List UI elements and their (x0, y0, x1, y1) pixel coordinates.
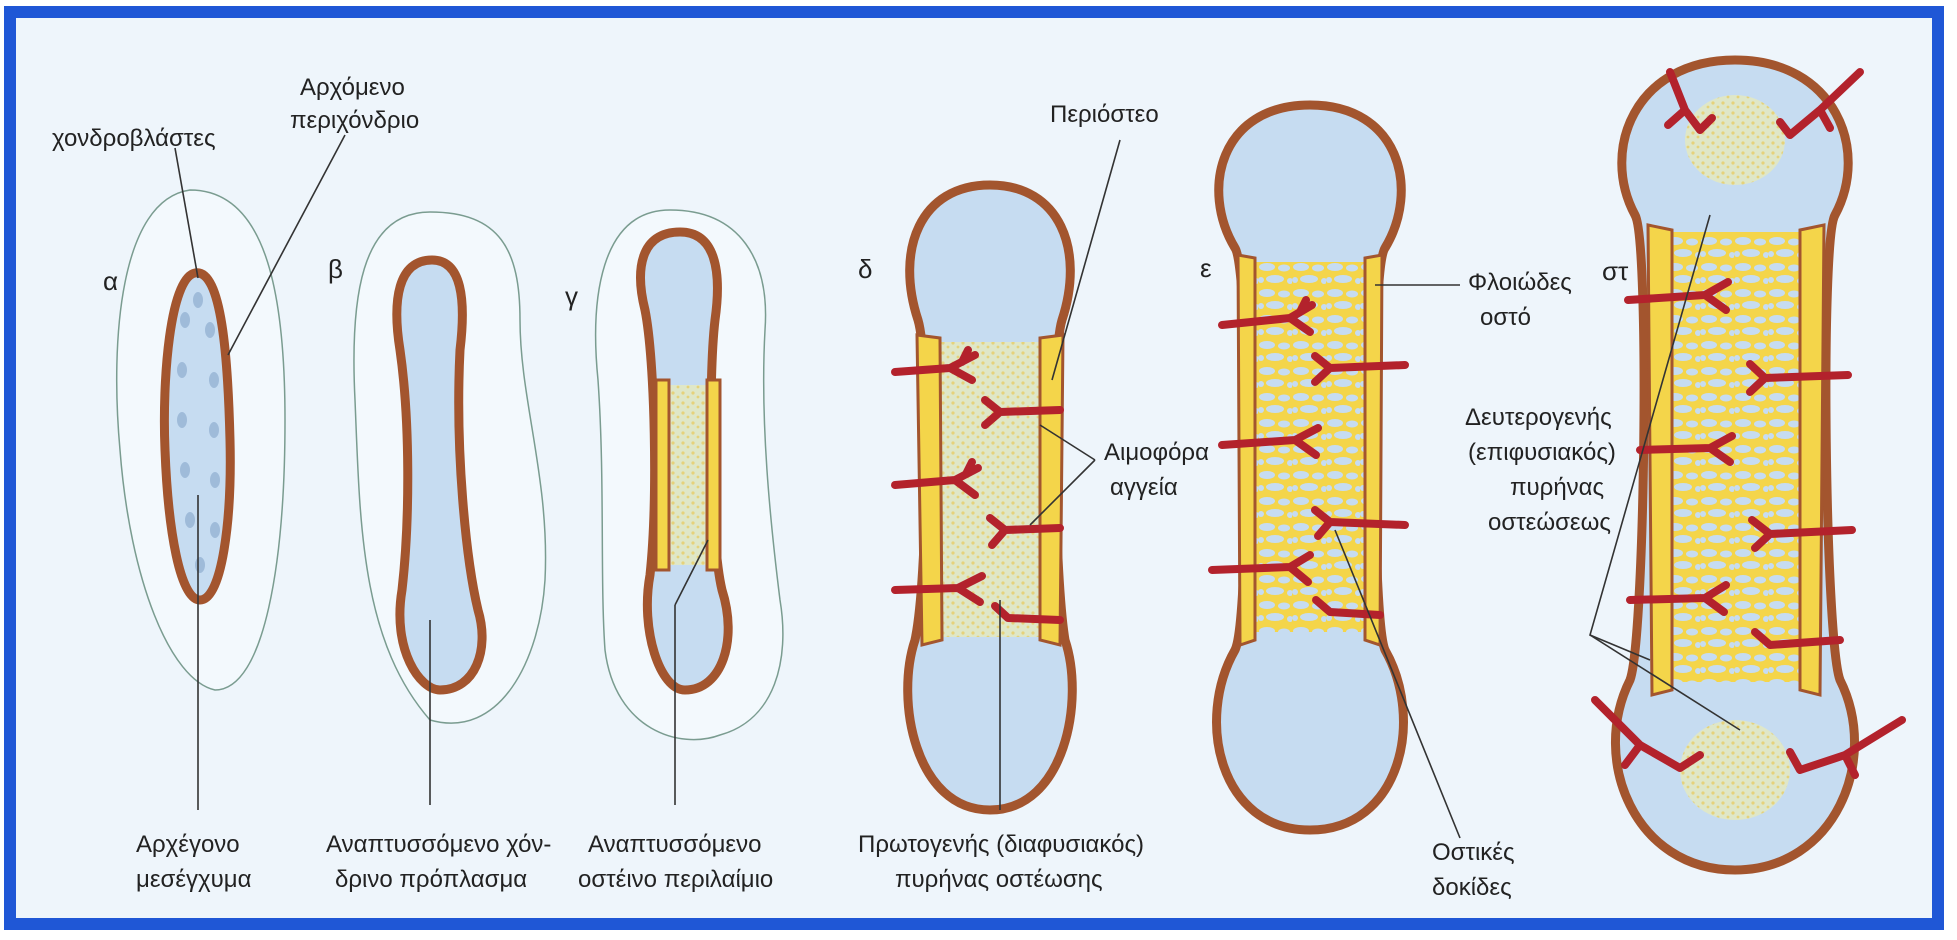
cortical-bone-left (1238, 255, 1255, 645)
stage-c: γ (565, 210, 783, 740)
label-collar-line2: οστέινο περιλαίμιο (578, 866, 773, 893)
secondary-ossification-top (1685, 95, 1785, 185)
label-vessels-line1: Αιμοφόρα (1104, 439, 1209, 466)
label-trabeculae-line2: δοκίδες (1432, 874, 1512, 901)
label-primary-line1: Πρωτογενής (διαφυσιακός) (858, 831, 1144, 858)
stage-e: ε (1200, 105, 1405, 830)
ossification-zone (668, 385, 708, 565)
label-secondary-line1: Δευτερογενής (1465, 404, 1612, 431)
stage-b: β (328, 212, 546, 723)
stage-d: δ (858, 185, 1072, 810)
secondary-ossification-bottom (1680, 720, 1790, 820)
label-chondroblasts: χονδροβλάστες (52, 125, 216, 152)
label-trabeculae-line1: Οστικές (1432, 839, 1515, 866)
cortical-bone-right (1365, 255, 1382, 645)
ossification-zone (940, 342, 1040, 637)
label-secondary-line3: πυρήνας (1510, 474, 1604, 501)
bone-collar-left (656, 380, 669, 570)
cortical-bone-right (1800, 225, 1824, 695)
label-primary-line2: πυρήνας οστέωσης (895, 866, 1103, 893)
stage-label: β (328, 254, 343, 284)
label-collar-line1: Αναπτυσσόμενο (588, 831, 761, 858)
label-secondary-line4: οστεώσεως (1488, 509, 1611, 536)
label-perichondrium-line2: περιχόνδριο (290, 107, 419, 134)
label-compact-line2: οστό (1480, 304, 1531, 331)
stage-label: δ (858, 254, 872, 284)
label-mesenchyme-line1: Αρχέγονο (136, 831, 240, 858)
bone-collar-right (707, 380, 720, 570)
stage-a: α (103, 190, 285, 690)
label-compact-line1: Φλοιώδες (1468, 269, 1572, 296)
stage-label: α (103, 266, 118, 296)
stage-f: στ (1595, 60, 1902, 870)
stage-label: στ (1602, 256, 1629, 286)
label-cartilage-line1: Αναπτυσσόμενο χόν- (326, 831, 551, 858)
label-periosteum: Περιόστεο (1050, 101, 1159, 128)
label-mesenchyme-line2: μεσέγχυμα (136, 866, 252, 893)
bone-collar-right (1040, 335, 1063, 645)
label-vessels-line2: αγγεία (1110, 474, 1178, 501)
label-perichondrium-line1: Αρχόμενο (300, 74, 405, 101)
label-secondary-line2: (επιφυσιακός) (1468, 439, 1616, 466)
stage-label: γ (565, 281, 578, 311)
stage-label: ε (1200, 253, 1212, 283)
label-cartilage-line2: δρινο πρόπλασμα (335, 866, 527, 893)
bone-collar-left (917, 335, 942, 645)
